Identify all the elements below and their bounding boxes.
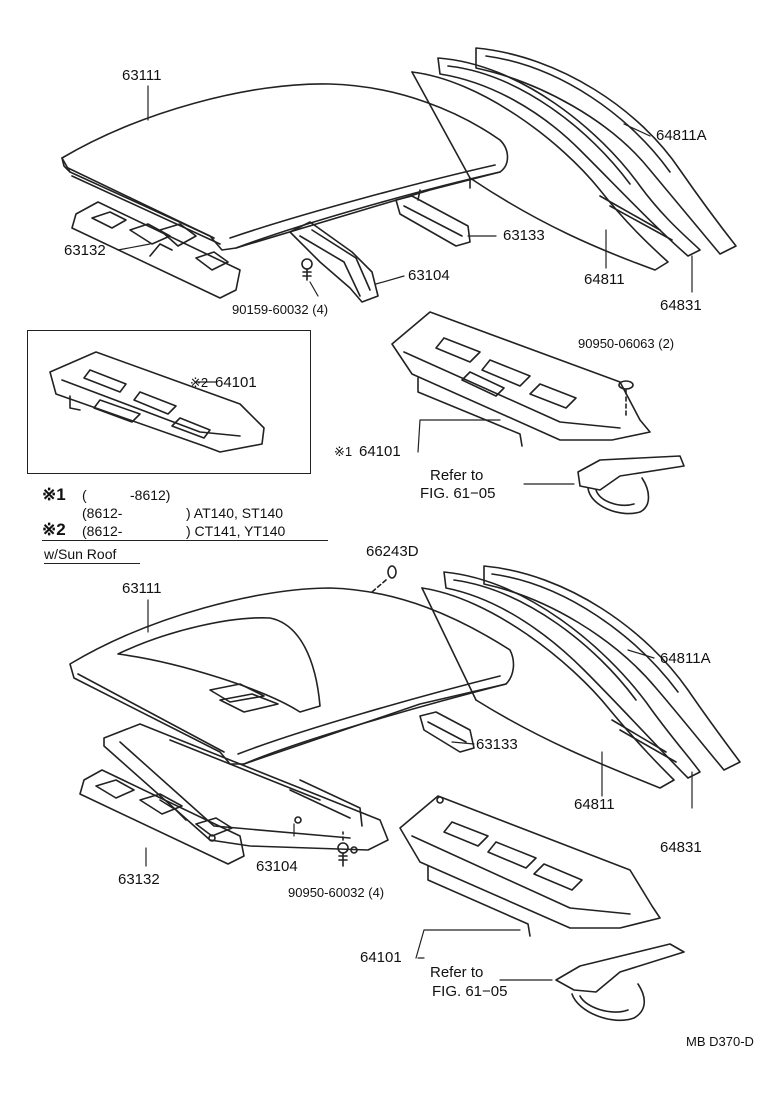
back-glass-a-bottom — [483, 565, 741, 771]
label-64101-top: 64101 — [359, 443, 401, 460]
screw-icon — [301, 258, 313, 281]
bow-assy-top — [289, 221, 379, 303]
bracket-bottom — [555, 943, 685, 1022]
label-63104-top: 63104 — [408, 267, 450, 284]
figure-code: MB D370-D — [686, 1034, 754, 1049]
leaders-bottom — [145, 599, 693, 981]
label-63132-top: 63132 — [64, 242, 106, 259]
front-header-bottom — [79, 769, 245, 865]
label-64811-bottom: 64811 — [574, 796, 615, 813]
label-refer-to-bottom: Refer to — [430, 964, 484, 981]
label-64101-inset: 64101 — [215, 374, 257, 391]
label-63111-top: 63111 — [122, 67, 162, 84]
condition1-open: ( — [82, 487, 87, 503]
label-64101-bottom: 64101 — [360, 949, 402, 966]
label-63132-bottom: 63132 — [118, 871, 160, 888]
condition1-close: -8612) — [130, 487, 171, 503]
weatherstrip-bottom — [443, 571, 701, 779]
back-glass-a-top — [475, 47, 737, 255]
sun-roof-heading: w/Sun Roof — [44, 546, 117, 562]
screw-icon — [337, 831, 349, 867]
label-clip-top: 90950-06063 (2) — [578, 336, 675, 351]
mark1: ※1 — [42, 485, 66, 504]
weatherstrip-top — [437, 57, 701, 257]
label-screw-bottom: 90950-60032 (4) — [288, 885, 385, 900]
leaders-top — [117, 85, 693, 485]
heading-underline — [44, 563, 140, 564]
label-63133-bottom: 63133 — [476, 736, 518, 753]
bracket-top — [577, 455, 685, 515]
front-header-top — [71, 201, 241, 299]
inset-box — [27, 330, 311, 474]
back-glass-bottom — [421, 587, 675, 789]
label-63111-bottom: 63111 — [122, 580, 162, 597]
legend-divider — [42, 540, 328, 541]
drain-hose-icon — [387, 565, 397, 579]
label-refer-fig-top: FIG. 61−05 — [420, 485, 496, 502]
clip-icon — [618, 380, 634, 390]
label-63104-bottom: 63104 — [256, 858, 298, 875]
condition2-models: ) AT140, ST140 — [186, 505, 284, 521]
back-glass-top — [411, 71, 669, 271]
label-inset-mark: ※2 — [190, 375, 209, 390]
label-63133-top: 63133 — [503, 227, 545, 244]
label-64811-top: 64811 — [584, 271, 625, 288]
roof-panel-top — [61, 83, 509, 251]
label-66243D: 66243D — [366, 543, 419, 560]
roof-panel-bottom — [69, 587, 515, 765]
label-refer-to-top: Refer to — [430, 467, 484, 484]
condition3-models: ) CT141, YT140 — [186, 523, 286, 539]
rear-panel-top — [391, 311, 651, 447]
label-refer-fig-bottom: FIG. 61−05 — [432, 983, 508, 1000]
roof-bow-top — [395, 195, 471, 247]
inset-panel-64101 — [49, 351, 265, 453]
label-screw-top: 90159-60032 (4) — [232, 302, 329, 317]
label-64811A-bottom: 64811A — [660, 650, 711, 667]
label-64831-top: 64831 — [660, 297, 702, 314]
mark2: ※2 — [42, 520, 66, 539]
roof-bow-bottom — [419, 711, 475, 753]
condition3-open: (8612- — [82, 523, 123, 539]
label-64831-bottom: 64831 — [660, 839, 702, 856]
label-64811A-top: 64811A — [656, 127, 707, 144]
rear-panel-bottom — [399, 795, 661, 937]
label-rear-mark: ※1 — [334, 444, 353, 459]
condition2-open: (8612- — [82, 505, 123, 521]
sunroof-frame-bottom — [103, 723, 389, 854]
